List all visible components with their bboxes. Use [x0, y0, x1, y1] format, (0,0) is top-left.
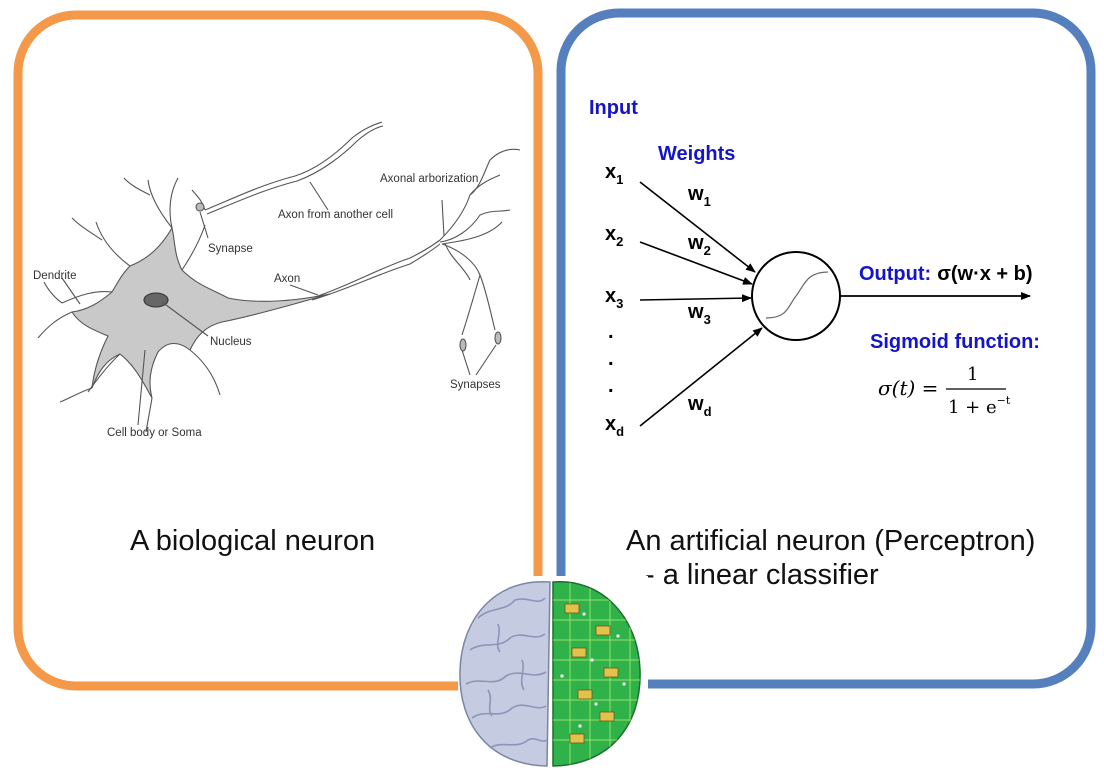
biological-panel	[13, 10, 543, 691]
artificial-caption-line1: An artificial neuron (Perceptron)	[626, 525, 1035, 557]
artificial-caption-line2: - a linear classifier	[645, 559, 879, 591]
output-formula: σ(w·x + b)	[937, 263, 1032, 285]
label-dendrite: Dendrite	[33, 270, 76, 282]
axon-from-another-cell-shape	[204, 121, 383, 211]
brain-half-circuit-icon	[458, 576, 648, 771]
weight-wd: wd	[687, 393, 712, 419]
label-cell-body: Cell body or Soma	[107, 427, 202, 439]
artificial-panel	[556, 8, 1096, 689]
label-synapses: Synapses	[450, 379, 501, 391]
input-xd: xd	[605, 413, 624, 439]
cell-body-shape	[71, 226, 331, 399]
nucleus-shape	[143, 292, 169, 308]
weight-w2: w2	[687, 232, 711, 258]
input-x1: x1	[605, 161, 623, 187]
input-ellipsis-dot: .	[608, 375, 614, 397]
sigmoid-function-label: Sigmoid function:	[870, 331, 1040, 353]
weight-w1: w1	[687, 183, 711, 209]
edge-x2	[639, 241, 753, 285]
output-label-line: Output: σ(w·x + b)	[859, 263, 1033, 285]
weights-label: Weights	[658, 143, 735, 165]
label-axon: Axon	[274, 273, 300, 285]
sigmoid-formula-numerator: 1	[967, 364, 978, 385]
edge-x1	[639, 181, 756, 273]
weight-w3: w3	[687, 301, 711, 327]
synapse-terminal	[459, 338, 467, 352]
edge-xd	[639, 327, 763, 427]
sigmoid-formula-lhs: σ(t) =	[878, 376, 938, 400]
input-ellipsis-dot: .	[608, 348, 614, 370]
sigmoid-formula-denominator: 1 + e−t	[948, 394, 1011, 418]
synapse-terminal	[494, 331, 502, 345]
label-axon-from-another-cell: Axon from another cell	[278, 209, 393, 221]
input-x3: x3	[605, 285, 623, 311]
axon-shape	[317, 239, 441, 297]
biological-caption: A biological neuron	[130, 525, 375, 557]
edge-x3	[639, 294, 752, 303]
input-label: Input	[589, 97, 638, 119]
biological-neuron-drawing	[37, 121, 521, 433]
label-synapse: Synapse	[208, 243, 253, 255]
input-ellipsis-dot: .	[608, 321, 614, 343]
sigmoid-curve-icon	[765, 271, 829, 319]
synapse-terminal	[195, 202, 205, 212]
label-axonal-arborization: Axonal arborization	[380, 173, 478, 185]
label-nucleus: Nucleus	[210, 336, 252, 348]
input-x2: x2	[605, 223, 623, 249]
output-label: Output:	[859, 263, 931, 285]
